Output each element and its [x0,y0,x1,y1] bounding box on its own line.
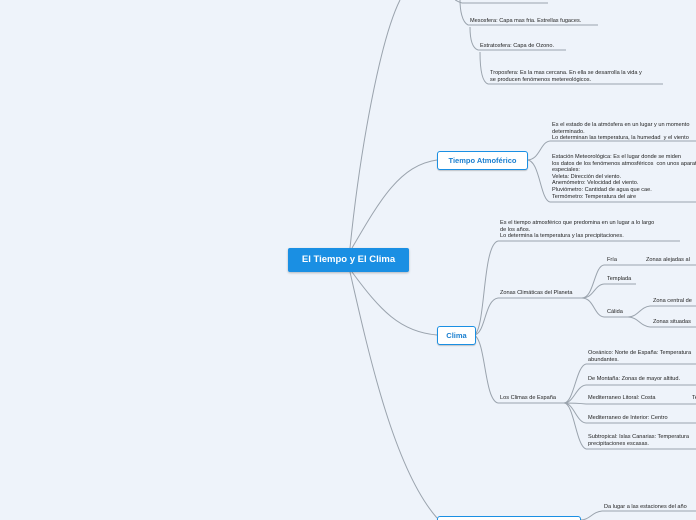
clima-montana-node[interactable]: De Montaña: Zonas de mayor altitud. [588,376,681,382]
estaciones-ano-node[interactable]: Da lugar a las estaciones del año [604,504,687,510]
estratosfera-node[interactable]: Estratosfera: Capa de Ozono. [480,43,555,49]
zona-fria-node[interactable]: Fría [607,257,617,263]
estacion-meteorologica-node[interactable]: Estación Meteorológica: Es el lugar dond… [552,154,696,200]
zona-templada-node[interactable]: Templada [607,276,632,282]
clima-definicion-node[interactable]: Es el tiempo atmosférico que predomina e… [500,220,655,240]
clima-oceanico-node[interactable]: Oceánico: Norte de España: Temperatura a… [588,350,692,363]
zona-calida-situadas-node[interactable]: Zonas situadas [653,319,691,325]
zonas-climaticas-node[interactable]: Zonas Climáticas del Planeta [500,290,573,296]
mesosfera-node[interactable]: Mesosfera: Capa mas fria. Estrellas fuga… [470,18,582,24]
topic-bottom-partial[interactable] [437,516,581,520]
tiempo-definicion-node[interactable]: Es el estado de la atmósfera en un lugar… [552,122,690,142]
topic-tiempo-atmosferico[interactable]: Tiempo Atmoférico [437,151,528,170]
clima-subtropical-node[interactable]: Subtropical: Islas Canarias: Temperatura… [588,434,689,447]
zona-fria-detalle-node[interactable]: Zonas alejadas al [646,257,690,263]
clima-med-interior-node[interactable]: Mediterraneo de Interior: Centro [588,415,668,421]
topic-clima[interactable]: Clima [437,326,476,345]
zona-calida-central-node[interactable]: Zona central de [653,298,692,304]
zona-calida-node[interactable]: Cálida [607,309,623,315]
clima-med-litoral-detalle-node[interactable]: Te [692,395,696,401]
clima-med-litoral-node[interactable]: Mediterraneo Litoral: Costa [588,395,656,401]
troposfera-node[interactable]: Troposfera: Es la mas cercana. En ella s… [490,70,642,83]
climas-espana-node[interactable]: Los Climas de España [500,395,556,401]
central-topic[interactable]: El Tiempo y El Clima [288,248,409,272]
